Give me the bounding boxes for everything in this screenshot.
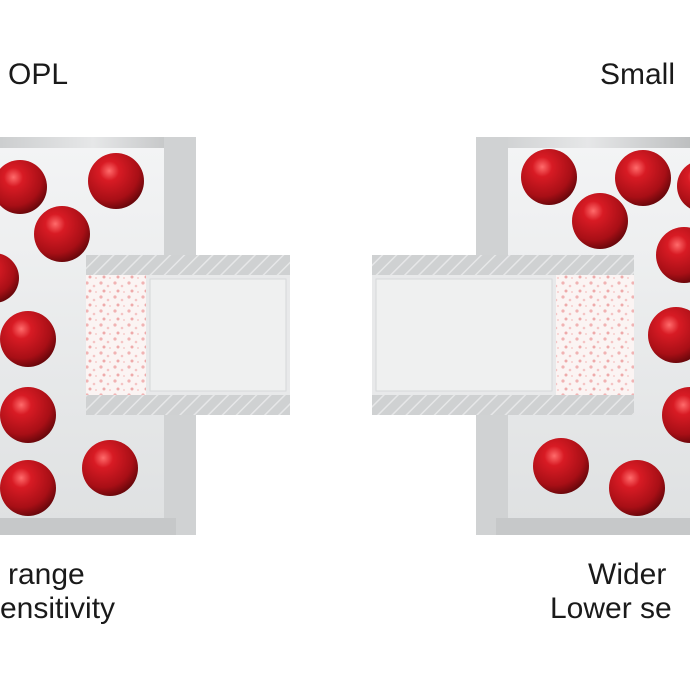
right-sphere [656, 227, 690, 283]
right-sphere [677, 163, 690, 209]
left-sphere [0, 387, 56, 443]
left-tube [86, 255, 290, 415]
left-housing-flange-top [164, 137, 196, 257]
left-caption-line1: range [8, 558, 85, 591]
right-sphere [609, 460, 665, 516]
right-membrane [556, 275, 634, 395]
right-chamber-floor [496, 518, 690, 535]
right-sphere [662, 387, 690, 443]
left-sphere [0, 311, 56, 367]
left-sphere [88, 153, 144, 209]
right-spheres [521, 149, 690, 516]
left-sphere [0, 253, 19, 303]
right-sphere [615, 150, 671, 206]
left-sphere [0, 160, 47, 214]
right-heading: Small [600, 58, 676, 91]
left-sphere [0, 460, 56, 516]
right-caption-line1: Wider [588, 558, 667, 591]
right-sphere [572, 193, 628, 249]
left-caption-line2: ensitivity [0, 592, 116, 625]
left-sphere [82, 440, 138, 496]
right-tube [372, 255, 634, 415]
right-sphere [533, 438, 589, 494]
left-chamber-floor [0, 518, 176, 535]
left-sphere [34, 206, 90, 262]
left-spheres [0, 153, 144, 516]
left-housing-flange-bottom [164, 412, 196, 535]
right-caption-line2: Lower se [550, 592, 672, 625]
right-electrode-face [375, 278, 553, 392]
left-membrane [86, 275, 146, 395]
right-housing-flange-top [476, 137, 508, 257]
right-sphere [521, 149, 577, 205]
right-sphere [648, 307, 690, 363]
left-electrode-face [149, 278, 287, 392]
right-housing-flange-bottom [476, 412, 508, 535]
left-heading: OPL [8, 58, 69, 91]
